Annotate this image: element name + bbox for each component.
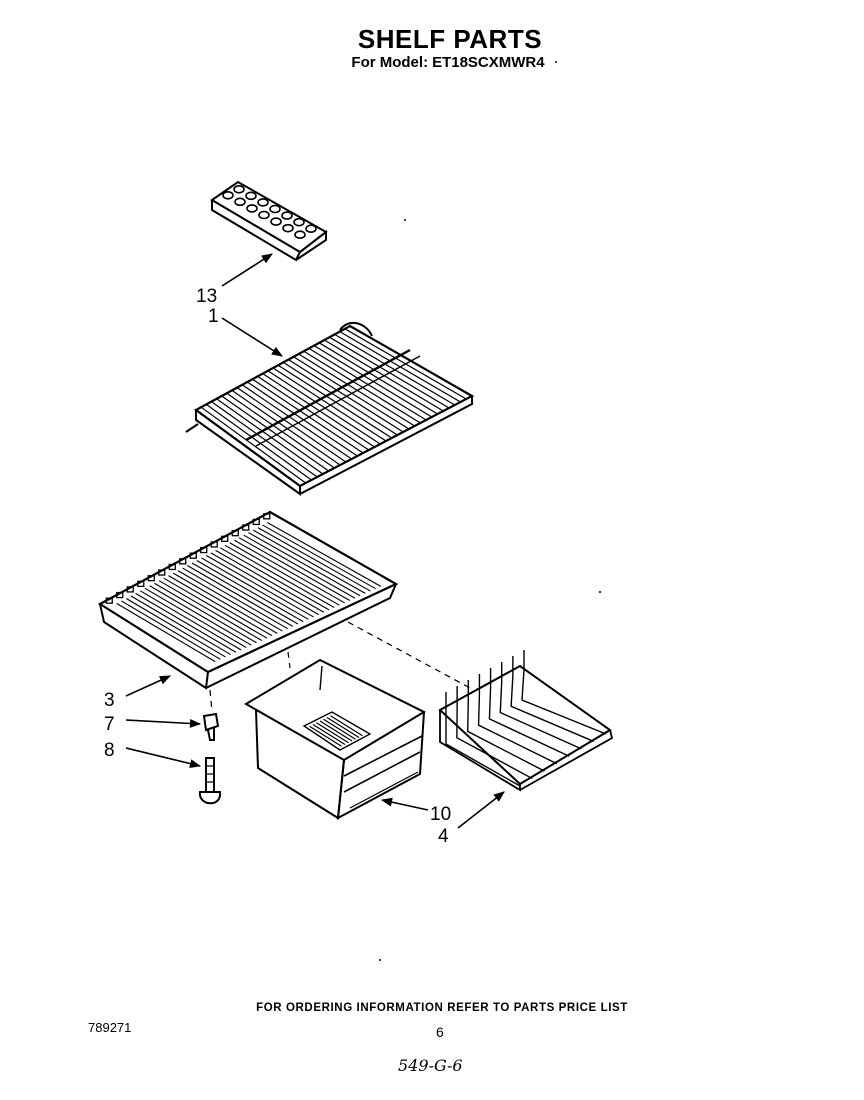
model-number: ET18SCXMWR4 bbox=[432, 54, 545, 71]
callout-13: 13 bbox=[196, 286, 217, 307]
wire-basket bbox=[438, 650, 614, 792]
callout-10: 10 bbox=[430, 804, 451, 825]
ice-cube-tray bbox=[210, 180, 328, 262]
callout-7: 7 bbox=[104, 714, 115, 735]
handwritten-note: 549-G-6 bbox=[398, 1056, 463, 1075]
page-number: 6 bbox=[436, 1024, 444, 1040]
crisper-drawer bbox=[244, 658, 427, 820]
model-label: For Model: bbox=[351, 54, 429, 71]
page-title: SHELF PARTS bbox=[357, 24, 543, 54]
callout-1: 1 bbox=[208, 306, 219, 327]
stud-part bbox=[198, 757, 222, 805]
scan-specks bbox=[379, 61, 601, 961]
screw-part bbox=[202, 712, 220, 741]
model-line: For Model:ET18SCXMWR4 bbox=[0, 54, 864, 71]
crisper-cover-frame bbox=[97, 510, 399, 690]
callout-4: 4 bbox=[438, 826, 449, 847]
document-number: 789271 bbox=[88, 1020, 132, 1035]
callout-lines bbox=[125, 253, 505, 829]
callout-8: 8 bbox=[104, 740, 115, 761]
ordering-information-note: FOR ORDERING INFORMATION REFER TO PARTS … bbox=[256, 1002, 628, 1014]
alignment-dashes bbox=[209, 621, 471, 713]
wire-shelf bbox=[185, 321, 475, 496]
callout-3: 3 bbox=[104, 690, 115, 711]
